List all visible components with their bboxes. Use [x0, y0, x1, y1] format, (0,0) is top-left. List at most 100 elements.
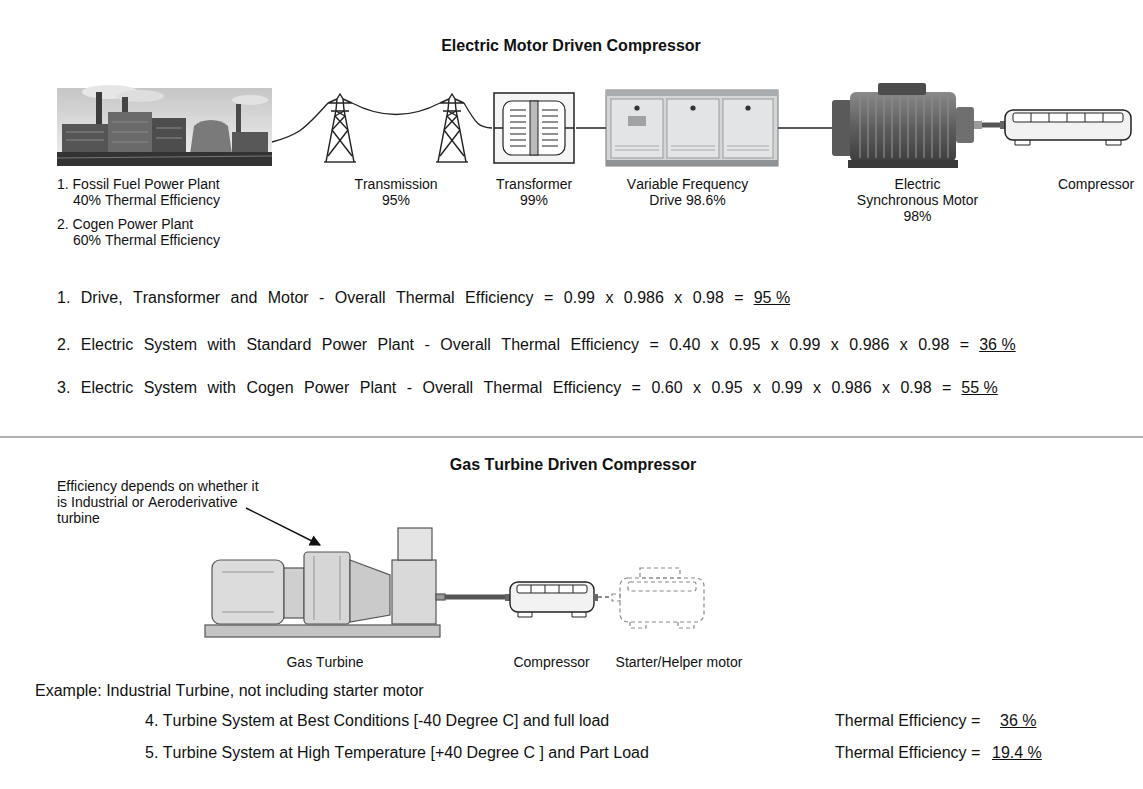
- compressor-symbol: [1000, 110, 1131, 145]
- motor-node: Electric Synchronous Motor 98%: [832, 88, 982, 224]
- starter-motor-outline: [620, 578, 704, 622]
- compressor-symbol: [531, 585, 573, 593]
- section-divider: [0, 436, 1143, 438]
- equipment-caption: Transformer 99%: [493, 176, 575, 208]
- efficiency-result: 36 %: [979, 335, 1015, 355]
- starter-motor-outline: [630, 622, 694, 628]
- formula-text: 2. Electric System with Standard Power P…: [57, 335, 969, 355]
- starter-motor-outline: [612, 594, 620, 601]
- synchronous-motor: [850, 92, 956, 162]
- power-plant-photo: [152, 118, 186, 154]
- starter-motor-node: Starter/Helper motor: [612, 538, 746, 670]
- transformer-node: Transformer 99%: [492, 88, 576, 208]
- transmission-tower: [324, 94, 468, 162]
- gas-turbine: [350, 560, 390, 622]
- picture-area: [205, 538, 445, 646]
- compressor-node: Compressor: [505, 538, 598, 670]
- compressor-node: Compressor: [1000, 88, 1138, 192]
- starter-motor-outline: [628, 582, 696, 591]
- equipment-caption: 2. Cogen Power Plant 60% Thermal Efficie…: [57, 216, 223, 248]
- transmission-tower: [438, 94, 466, 162]
- callout-note: Efficiency depends on whether it is Indu…: [57, 478, 265, 526]
- equipment-caption: Transmission 95%: [349, 176, 444, 208]
- synchronous-motor: [956, 107, 974, 143]
- case-text: 4. Turbine System at Best Conditions [-4…: [145, 711, 609, 731]
- efficiency-text: Thermal Efficiency =: [835, 743, 980, 763]
- variable-frequency-drive: [628, 116, 646, 126]
- gas-turbine: [205, 625, 440, 637]
- variable-frequency-drive: [634, 105, 639, 110]
- transmission-tower: [328, 99, 352, 111]
- transformer-symbol: [510, 110, 558, 146]
- compressor-symbol: [1015, 140, 1121, 145]
- variable-frequency-drive: [606, 90, 778, 96]
- transformer-symbol: [503, 101, 565, 155]
- gas-turbine: [398, 528, 432, 560]
- transmission-tower: [352, 103, 440, 115]
- transformer-symbol: [494, 127, 574, 128]
- picture-area: [57, 88, 272, 168]
- power-plant-photo: [108, 112, 152, 154]
- transmission-tower: [436, 94, 468, 162]
- synchronous-motor: [878, 83, 926, 95]
- compressor-symbol: [518, 612, 586, 617]
- variable-frequency-drive: [667, 99, 719, 158]
- transmission-node: Transmission 95%: [328, 88, 464, 208]
- compressor-symbol: [1005, 110, 1131, 140]
- compressor-symbol: [1031, 113, 1103, 122]
- transmission-tower: [328, 111, 352, 156]
- formula-text: 1. Drive, Transformer and Motor - Overal…: [57, 288, 744, 308]
- synchronous-motor: [832, 83, 982, 168]
- compressor-symbol: [1013, 113, 1123, 122]
- power-plant-photo: [122, 97, 128, 140]
- example-note: Example: Industrial Turbine, not includi…: [35, 681, 424, 701]
- diagram-title: Electric Motor Driven Compressor: [441, 36, 701, 56]
- picture-area: [492, 88, 576, 168]
- synchronous-motor: [974, 121, 982, 129]
- efficiency-result: 95 %: [754, 288, 790, 308]
- efficiency-result: 36 %: [1000, 711, 1036, 731]
- equipment-caption: Starter/Helper motor: [613, 654, 745, 670]
- variable-frequency-drive: [606, 90, 778, 166]
- case-text: 5. Turbine System at High Temperature [+…: [145, 743, 649, 763]
- starter-motor-outline: [612, 568, 704, 628]
- compressor-symbol: [517, 585, 587, 593]
- variable-frequency-drive: [690, 105, 695, 110]
- equipment-caption: Compressor: [1056, 176, 1136, 192]
- drive-shaft: [982, 123, 1000, 128]
- power-plant-photo: [66, 122, 182, 142]
- equipment-caption: Compressor: [511, 654, 593, 670]
- power-line: [464, 103, 492, 128]
- variable-frequency-drive: [723, 99, 773, 158]
- drive-node: Variable Frequency Drive 98.6%: [606, 88, 778, 208]
- gas-turbine-node: Gas Turbine: [205, 538, 445, 670]
- gas-turbine: [205, 528, 445, 637]
- formula-text: 3. Electric System with Cogen Power Plan…: [57, 378, 951, 398]
- equipment-caption: Variable Frequency Drive 98.6%: [620, 176, 755, 208]
- variable-frequency-drive: [611, 99, 663, 158]
- picture-area: [832, 88, 982, 168]
- power-plant-photo: [116, 90, 164, 102]
- power-plant-photo: [57, 156, 272, 158]
- section-heading: Gas Turbine Driven Compressor: [450, 455, 696, 475]
- compressor-symbol: [594, 594, 598, 601]
- power-plant-photo: [62, 124, 108, 154]
- efficiency-result: 19.4 %: [992, 743, 1042, 763]
- transmission-tower: [324, 94, 356, 162]
- variable-frequency-drive: [745, 105, 750, 110]
- gas-turbine: [304, 552, 350, 624]
- power-cable: [778, 127, 832, 129]
- power-plant-photo: [232, 132, 268, 154]
- optional-coupling: [598, 596, 612, 598]
- transformer-symbol: [530, 101, 538, 155]
- equipment-caption: Electric Synchronous Motor 98%: [854, 176, 981, 224]
- gas-turbine: [436, 594, 445, 600]
- compressor-symbol: [1000, 121, 1005, 129]
- transmission-tower: [436, 161, 468, 162]
- gas-turbine: [284, 568, 304, 618]
- power-plant-photo: [96, 92, 102, 140]
- power-plant-photo: [57, 152, 272, 166]
- transformer-symbol: [494, 93, 574, 163]
- equipment-caption: Gas Turbine: [280, 654, 370, 670]
